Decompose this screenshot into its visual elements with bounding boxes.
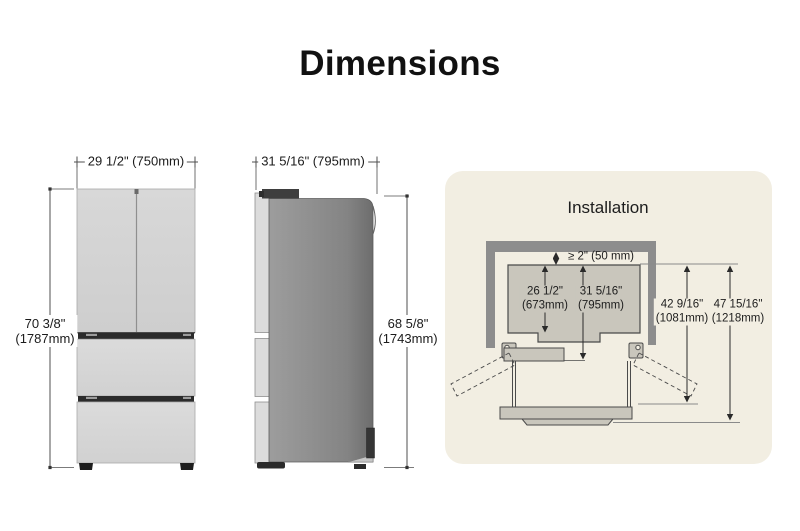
side-rear-foot <box>354 464 366 469</box>
depth-cabinet-inches: 26 1/2" <box>526 285 564 298</box>
depth-door-open-label: 42 9/16" (1081mm) <box>653 298 711 326</box>
depth-door-full-label: 47 15/16" (1218mm) <box>709 298 767 326</box>
side-front-foot <box>257 462 285 469</box>
condenser-grille <box>366 427 375 459</box>
installation-title: Installation <box>567 198 649 217</box>
depth-door-full-mm: (1218mm) <box>711 312 765 324</box>
side-height-inches: 68 5/8" <box>387 316 429 331</box>
drawer-handle-bar <box>78 396 194 402</box>
alcove-walls <box>486 241 656 348</box>
side-depth-label: 31 5/16" (795mm) <box>258 152 368 170</box>
installation-panel: Installation ≥ 2" (50 mm) 26 1/2" (673mm… <box>445 171 772 464</box>
door-handle-bar <box>77 332 195 340</box>
side-cabinet-body <box>268 198 374 463</box>
depth-door-open-mm: (1081mm) <box>655 312 709 324</box>
top-hinge <box>259 189 299 199</box>
door-bulge-edge <box>372 205 376 235</box>
bottom-drawer <box>76 401 196 464</box>
depth-with-door-inches: 31 5/16" <box>579 285 623 298</box>
fridge-front-view <box>48 156 198 470</box>
depth-with-door-label: 31 5/16" (795mm) <box>575 285 627 313</box>
front-height-label: 70 3/8" (1787mm) <box>12 315 78 347</box>
depth-cabinet-mm: (673mm) <box>521 299 569 311</box>
front-right-foot <box>180 463 194 470</box>
fridge-side-view <box>252 156 414 470</box>
side-height-label: 68 5/8" (1743mm) <box>375 315 441 347</box>
side-door-edges <box>254 192 271 464</box>
front-width-label: 29 1/2" (750mm) <box>84 152 188 170</box>
front-left-foot <box>79 463 93 470</box>
page-title: Dimensions <box>299 44 501 83</box>
front-height-mm: (1787mm) <box>15 331 75 346</box>
depth-door-full-inches: 47 15/16" <box>713 298 763 311</box>
middle-drawer <box>76 338 196 397</box>
installation-diagram <box>450 241 740 426</box>
front-bar <box>499 406 633 420</box>
front-lower-bar <box>520 418 615 426</box>
depth-cabinet-label: 26 1/2" (673mm) <box>519 285 571 313</box>
open-door-edges <box>512 361 631 407</box>
side-height-mm: (1743mm) <box>378 331 438 346</box>
door-gap-notch <box>134 189 139 194</box>
depth-door-open-inches: 42 9/16" <box>660 298 704 311</box>
front-height-inches: 70 3/8" <box>24 316 66 331</box>
open-door-right-dashed <box>632 352 698 397</box>
fridge-topview-body <box>507 264 641 343</box>
closed-door-slab <box>503 347 565 362</box>
clearance-label: ≥ 2" (50 mm) <box>568 250 634 263</box>
depth-with-door-mm: (795mm) <box>577 299 625 311</box>
